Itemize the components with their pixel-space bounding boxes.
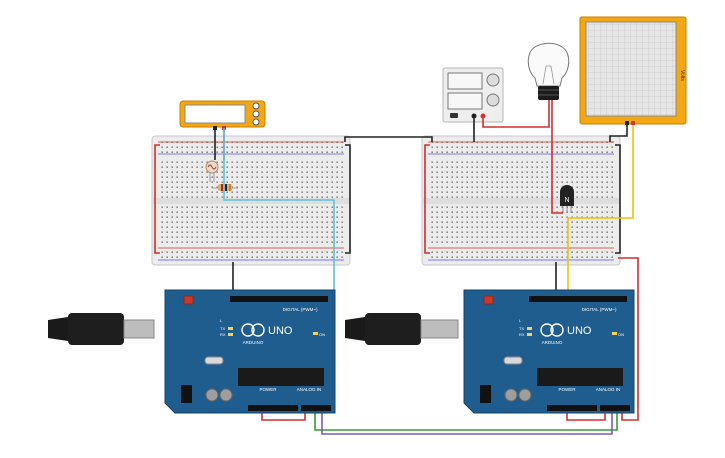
arduino-left-tx: TX <box>220 326 225 331</box>
photoresistor[interactable] <box>205 160 219 182</box>
wire-green-bottom[interactable] <box>314 411 618 431</box>
arduino-left-chip <box>238 368 324 386</box>
wire-red-bottom[interactable] <box>261 411 306 421</box>
arduino-left-analog: ANALOG IN <box>297 387 322 392</box>
wire-red-right-rail[interactable] <box>424 144 430 254</box>
arduino-right-l: L <box>519 318 522 323</box>
arduino-right-digital-label: DIGITAL (PWM~) <box>582 307 617 312</box>
wire-purple-bottom[interactable] <box>321 411 613 435</box>
usb-cable-left[interactable] <box>48 313 155 345</box>
multimeter-knob-2[interactable] <box>252 110 260 118</box>
resistor[interactable] <box>212 184 238 191</box>
multimeter-knob-1[interactable] <box>252 102 260 110</box>
transistor-label: N <box>564 197 569 204</box>
graph-probe-black[interactable] <box>625 121 629 125</box>
arduino-right-chip <box>537 368 623 386</box>
arduino-uno-left[interactable]: DIGITAL (PWM~) UNO ARDUINO TX RX L ON PO… <box>164 289 336 414</box>
arduino-right-logo <box>540 323 554 337</box>
power-supply-terminal-pos[interactable] <box>480 113 486 119</box>
wire-red-left-rail[interactable] <box>154 144 160 254</box>
power-supply[interactable] <box>442 67 504 123</box>
arduino-left-digital-label: DIGITAL (PWM~) <box>283 307 318 312</box>
graph-panel[interactable]: Volts <box>579 16 687 125</box>
arduino-uno-right[interactable]: DIGITAL (PWM~) UNO ARDUINO TX RX L ON PO… <box>463 289 635 414</box>
arduino-left-on: ON <box>319 332 325 337</box>
arduino-right-power: POWER <box>558 387 576 392</box>
wires[interactable] <box>154 100 639 435</box>
arduino-left-l: L <box>220 318 223 323</box>
wire-black-left-rail[interactable] <box>345 144 351 254</box>
wire-red-power-supply[interactable] <box>482 100 550 128</box>
wire-red-bulb-transistor[interactable] <box>551 100 563 214</box>
wire-red-right-arduino[interactable] <box>618 257 639 421</box>
arduino-right-model: UNO <box>567 325 592 337</box>
arduino-right-tx: TX <box>519 326 524 331</box>
current-knob[interactable] <box>486 93 500 107</box>
arduino-left-brand: ARDUINO <box>243 340 264 345</box>
arduino-left-logo <box>241 323 255 337</box>
arduino-right-analog: ANALOG IN <box>596 387 621 392</box>
usb-cable-right[interactable] <box>345 313 459 345</box>
wire-black-right-rail[interactable] <box>615 144 621 254</box>
arduino-left-model: UNO <box>268 325 293 337</box>
multimeter-probe-black[interactable] <box>213 126 217 130</box>
breadboard-right[interactable] <box>421 135 621 266</box>
graph-side-label: Volts <box>679 70 685 81</box>
multimeter-knob-3[interactable] <box>252 118 260 126</box>
arduino-left-rx: RX <box>220 332 226 337</box>
arduino-right-brand: ARDUINO <box>542 340 563 345</box>
transistor[interactable]: N <box>560 185 574 213</box>
arduino-right-on: ON <box>618 332 624 337</box>
multimeter[interactable] <box>179 100 266 130</box>
voltage-knob[interactable] <box>486 73 500 87</box>
power-supply-terminal-neg[interactable] <box>471 113 477 119</box>
wire-yellow-graph[interactable] <box>567 125 634 298</box>
wire-black-graph[interactable] <box>609 125 628 142</box>
wire-red-bottom-right[interactable] <box>566 411 606 421</box>
arduino-left-power: POWER <box>259 387 277 392</box>
breadboard-left[interactable] <box>151 135 351 266</box>
graph-probe-red[interactable] <box>631 121 635 125</box>
wire-black-board-link[interactable] <box>344 136 433 142</box>
arduino-right-rx: RX <box>519 332 525 337</box>
light-bulb[interactable] <box>527 42 570 100</box>
